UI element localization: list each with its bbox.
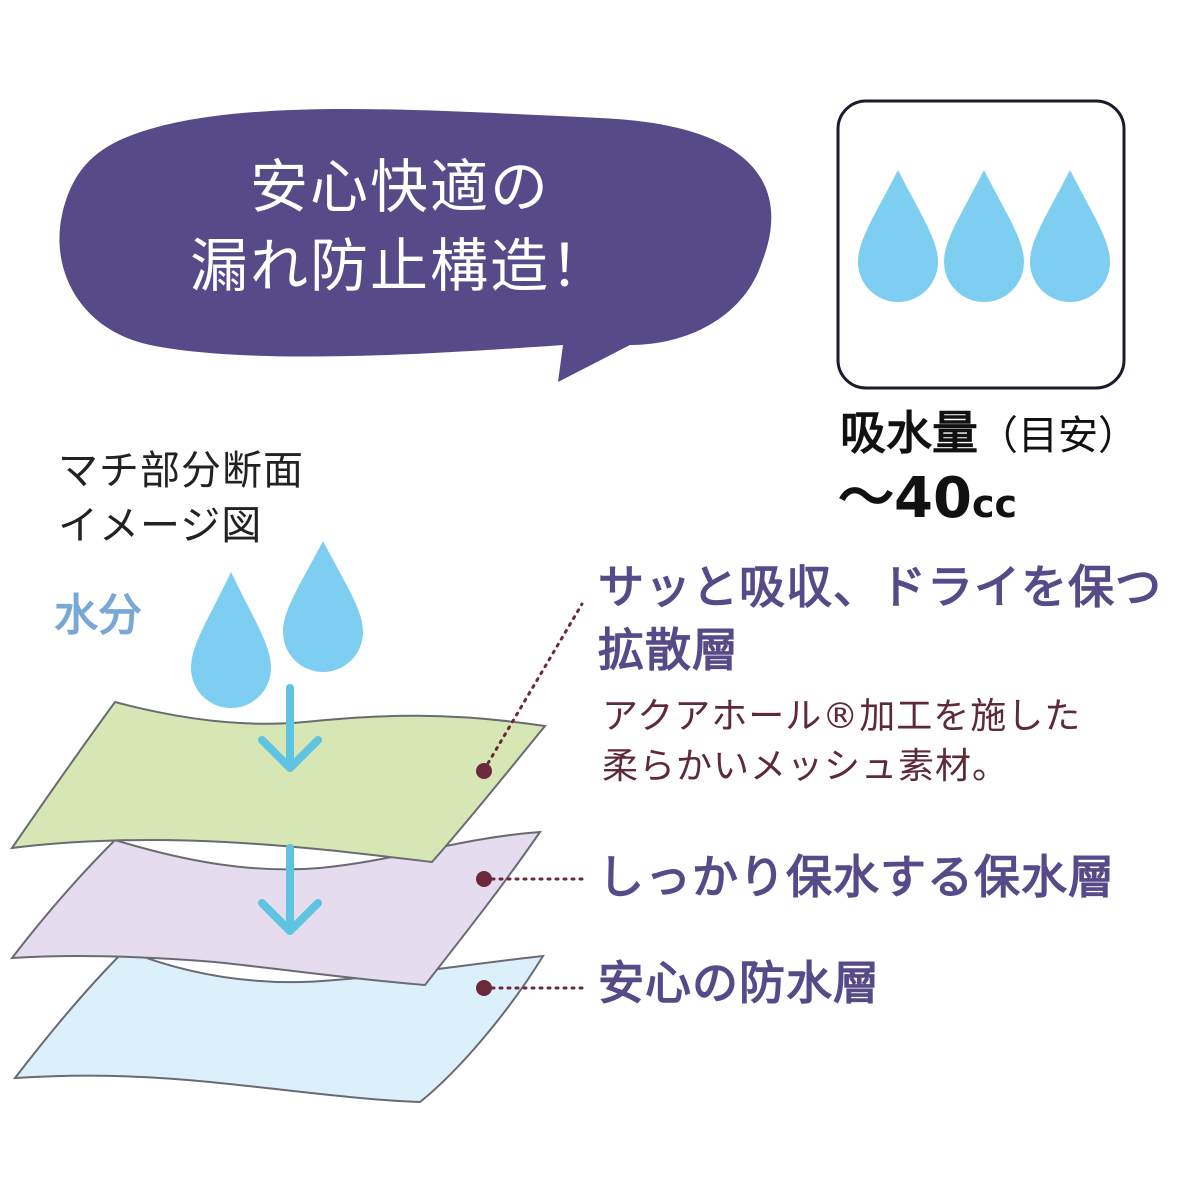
section-title-line2: イメージ図 — [58, 503, 263, 550]
water-drop-icon — [858, 170, 938, 302]
moisture-drop-icon — [283, 541, 363, 672]
retention-leader-dot — [476, 871, 492, 887]
water-drop-icon — [944, 170, 1024, 302]
headline-line1: 安心快適の — [249, 153, 550, 221]
diffusion-layer-name-line2: 拡散層 — [598, 623, 739, 678]
diffusion-leader-dot — [476, 763, 492, 779]
absorbency-label-main: 吸水量 — [840, 406, 978, 460]
diffusion-layer-desc-line2: 柔らかいメッシュ素材。 — [602, 746, 1010, 788]
arrow-down-icon — [258, 844, 322, 935]
section-title-line1: マチ部分断面 — [58, 448, 304, 494]
waterproof-layer-sheet — [12, 948, 545, 1104]
section-title: マチ部分断面 イメージ図 — [58, 444, 304, 554]
diffusion-layer-description: アクアホール®加工を施した 柔らかいメッシュ素材。 — [602, 692, 1081, 793]
headline-line2: 漏れ防止構造！ — [189, 231, 610, 300]
diffusion-layer-name: サッと吸収、ドライを保つ 拡散層 — [598, 556, 1162, 683]
waterproof-leader-dot — [476, 980, 492, 996]
moisture-label: 水分 — [54, 590, 142, 641]
moisture-drop-icon — [191, 572, 271, 708]
absorbency-label-note: （目安） — [978, 413, 1138, 459]
retention-layer-sheet — [9, 830, 543, 987]
waterproof-layer-name: 安心の防水層 — [598, 956, 880, 1010]
speech-bubble — [59, 109, 772, 382]
absorbency-value: ～40cc — [838, 468, 1017, 530]
absorbency-value-number: ～40 — [838, 466, 972, 531]
diffusion-leader-line — [482, 602, 584, 772]
diffusion-layer-name-line1: サッと吸収、ドライを保つ — [598, 560, 1162, 614]
absorbency-unit: cc — [971, 482, 1017, 526]
retention-layer-name: しっかり保水する保水層 — [598, 850, 1115, 904]
three-water-drops-icon — [858, 170, 1110, 302]
diffusion-layer-sheet — [9, 700, 547, 864]
absorbency-label: 吸水量（目安） — [840, 408, 1138, 459]
diffusion-layer-desc-line1: アクアホール®加工を施した — [602, 696, 1082, 737]
arrow-down-icon — [258, 684, 322, 772]
headline: 安心快適の 漏れ防止構造！ — [80, 148, 720, 306]
water-drop-icon — [1030, 170, 1110, 302]
